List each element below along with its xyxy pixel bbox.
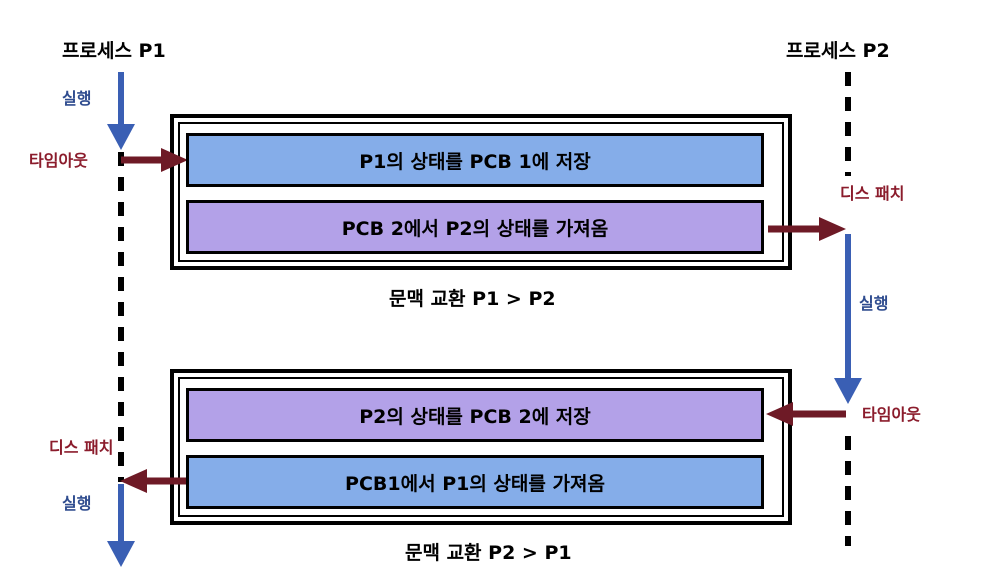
p2-dispatch-arrowhead <box>819 217 846 241</box>
p2-timeout-arrowhead <box>766 402 793 426</box>
process-p1-title: 프로세스 P1 <box>62 40 166 62</box>
p1-timeout-label: 타임아웃 <box>29 151 88 170</box>
p2-save-state-bar: P2의 상태를 PCB 2에 저장 <box>186 388 764 442</box>
p1-dispatch-arrowhead <box>120 469 147 493</box>
p1-run-arrowhead-top <box>107 124 135 150</box>
context-switch-2-title: 문맥 교환 P2 > P1 <box>405 542 572 564</box>
p1-timeout-arrowhead <box>161 148 188 172</box>
context-switch-2-frame <box>170 369 792 525</box>
p1-dispatch-label: 디스 패치 <box>49 438 114 457</box>
p1-run-label-bottom: 실행 <box>62 494 92 513</box>
p1-load-state-bar: PCB1에서 P1의 상태를 가져옴 <box>186 455 764 509</box>
context-switch-1-frame-inner <box>178 122 784 262</box>
p1-run-arrowhead-bottom <box>107 541 135 567</box>
p2-dispatch-label: 디스 패치 <box>840 184 905 203</box>
p1-save-state-bar: P1의 상태를 PCB 1에 저장 <box>186 133 764 187</box>
context-switch-2-frame-inner <box>178 377 784 517</box>
p2-load-state-bar: PCB 2에서 P2의 상태를 가져옴 <box>186 200 764 254</box>
context-switch-1-frame <box>170 114 792 270</box>
process-p2-title: 프로세스 P2 <box>786 40 890 62</box>
p1-run-label-top: 실행 <box>62 89 92 108</box>
p2-timeout-label: 타임아웃 <box>862 405 921 424</box>
p2-run-label: 실행 <box>859 294 889 313</box>
p2-run-arrowhead <box>834 378 862 404</box>
context-switch-1-title: 문맥 교환 P1 > P2 <box>389 288 556 310</box>
